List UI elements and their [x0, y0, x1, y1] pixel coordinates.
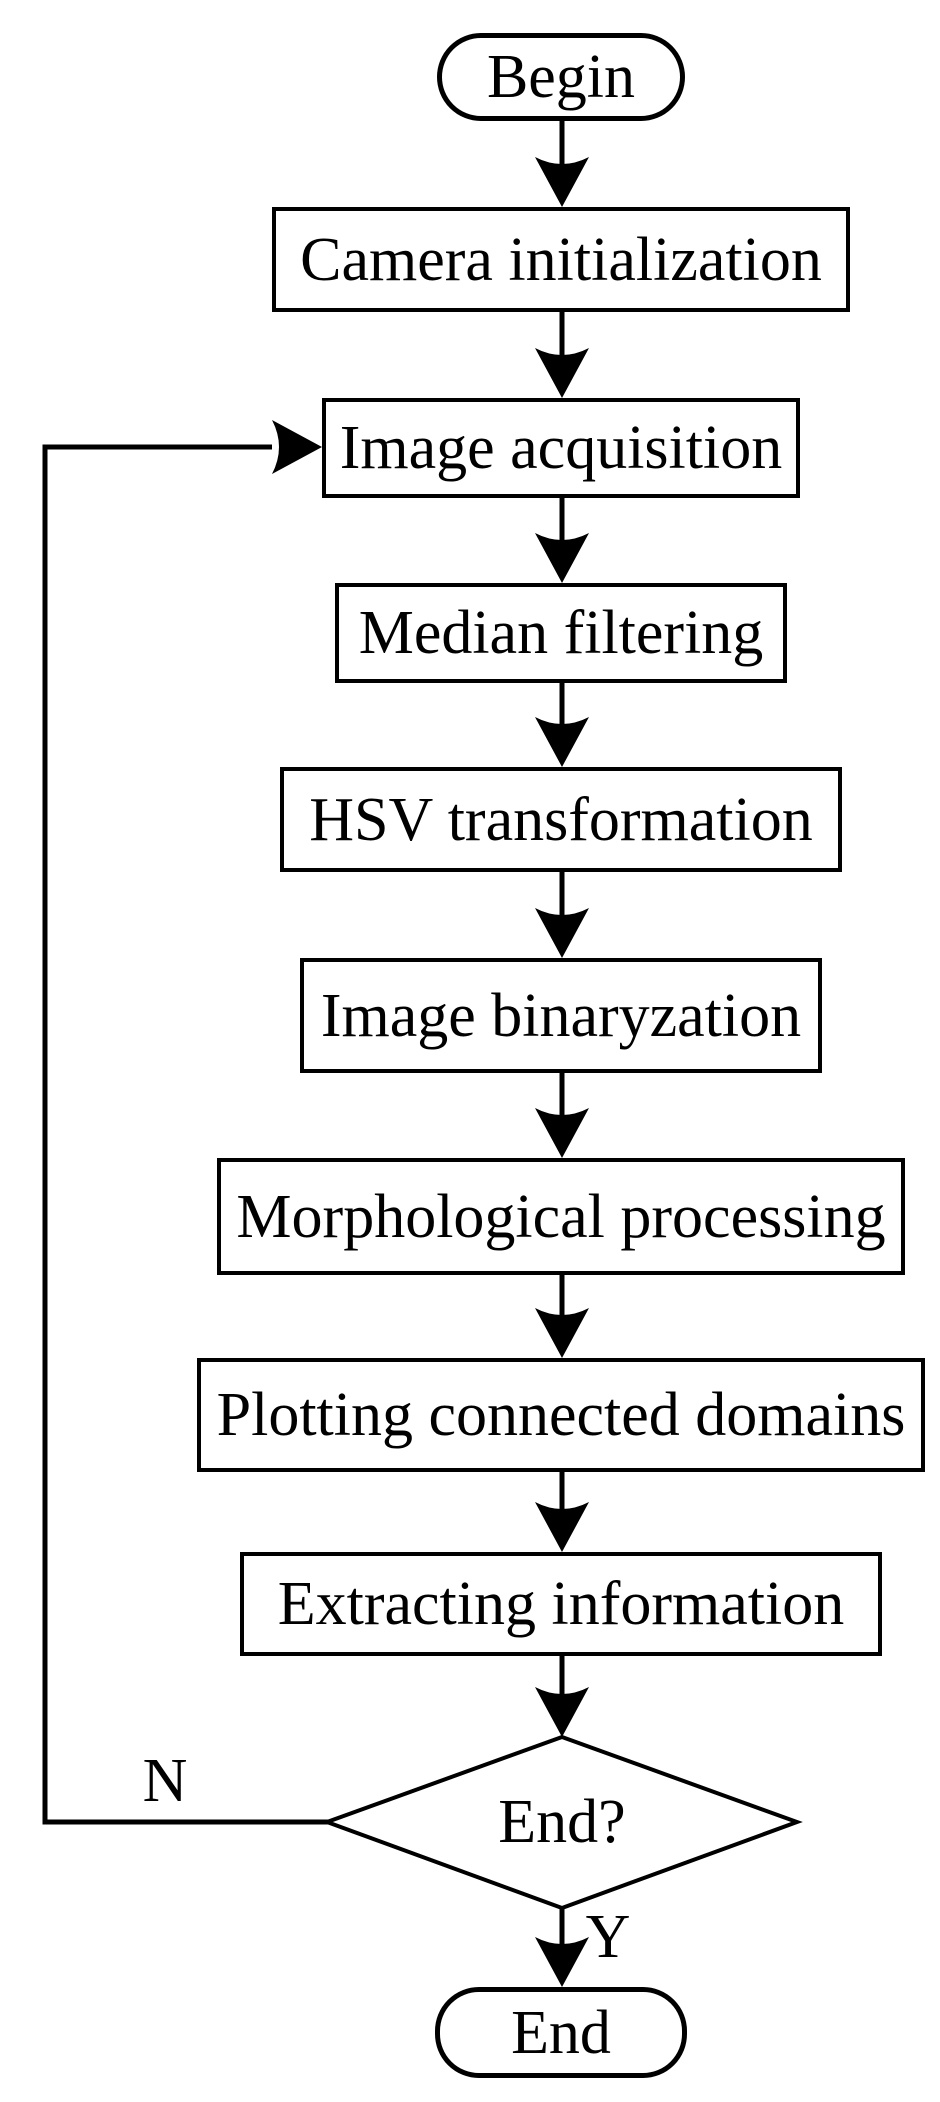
arrowhead-down-icon: [535, 1108, 589, 1158]
arrowhead-down-icon: [535, 157, 589, 207]
edge-label-no: N: [130, 1748, 200, 1814]
arrowhead-down-icon: [535, 533, 589, 583]
arrowhead-down-icon: [535, 1502, 589, 1552]
arrowhead-down-icon: [535, 1308, 589, 1358]
process-hsv-transformation: HSV transformation: [280, 767, 842, 872]
decision-end-label-text: End?: [498, 1788, 626, 1856]
edge-label-no-text: N: [142, 1747, 188, 1815]
terminator-end-label: End: [511, 1998, 611, 2067]
process-morphological-processing: Morphological processing: [217, 1158, 905, 1275]
terminator-begin-label: Begin: [486, 43, 636, 111]
decision-end-label: End?: [462, 1790, 662, 1854]
terminator-begin: Begin: [437, 33, 685, 121]
process-image-acquisition: Image acquisition: [322, 398, 800, 498]
arrowhead-down-icon: [535, 908, 589, 958]
arrowhead-down-icon: [535, 1937, 589, 1987]
process-median-filtering: Median filtering: [335, 583, 787, 683]
process-hsv-transformation-label: HSV transformation: [309, 785, 813, 854]
process-median-filtering-label: Median filtering: [358, 599, 764, 667]
edge-label-yes: Y: [578, 1904, 638, 1970]
process-morphological-processing-label: Morphological processing: [236, 1182, 886, 1251]
edge-label-yes-text: Y: [585, 1903, 631, 1971]
arrowhead-right-icon: [272, 420, 322, 474]
loopback-line-n: [42, 444, 330, 1825]
process-extracting-information-label: Extracting information: [277, 1570, 845, 1638]
process-plotting-connected-domains-label: Plotting connected domains: [216, 1381, 906, 1449]
process-image-binaryzation-label: Image binaryzation: [320, 981, 802, 1050]
process-extracting-information: Extracting information: [240, 1552, 882, 1656]
terminator-end: End: [435, 1987, 687, 2078]
process-camera-initialization-label: Camera initialization: [300, 225, 822, 294]
decision-end-diamond: [321, 1734, 803, 1911]
arrowhead-down-icon: [535, 1687, 589, 1737]
process-camera-initialization: Camera initialization: [272, 207, 850, 312]
process-image-binaryzation: Image binaryzation: [300, 958, 822, 1073]
process-plotting-connected-domains: Plotting connected domains: [197, 1358, 925, 1472]
arrowhead-down-icon: [535, 717, 589, 767]
process-image-acquisition-label: Image acquisition: [339, 414, 783, 482]
arrowhead-down-icon: [535, 348, 589, 398]
